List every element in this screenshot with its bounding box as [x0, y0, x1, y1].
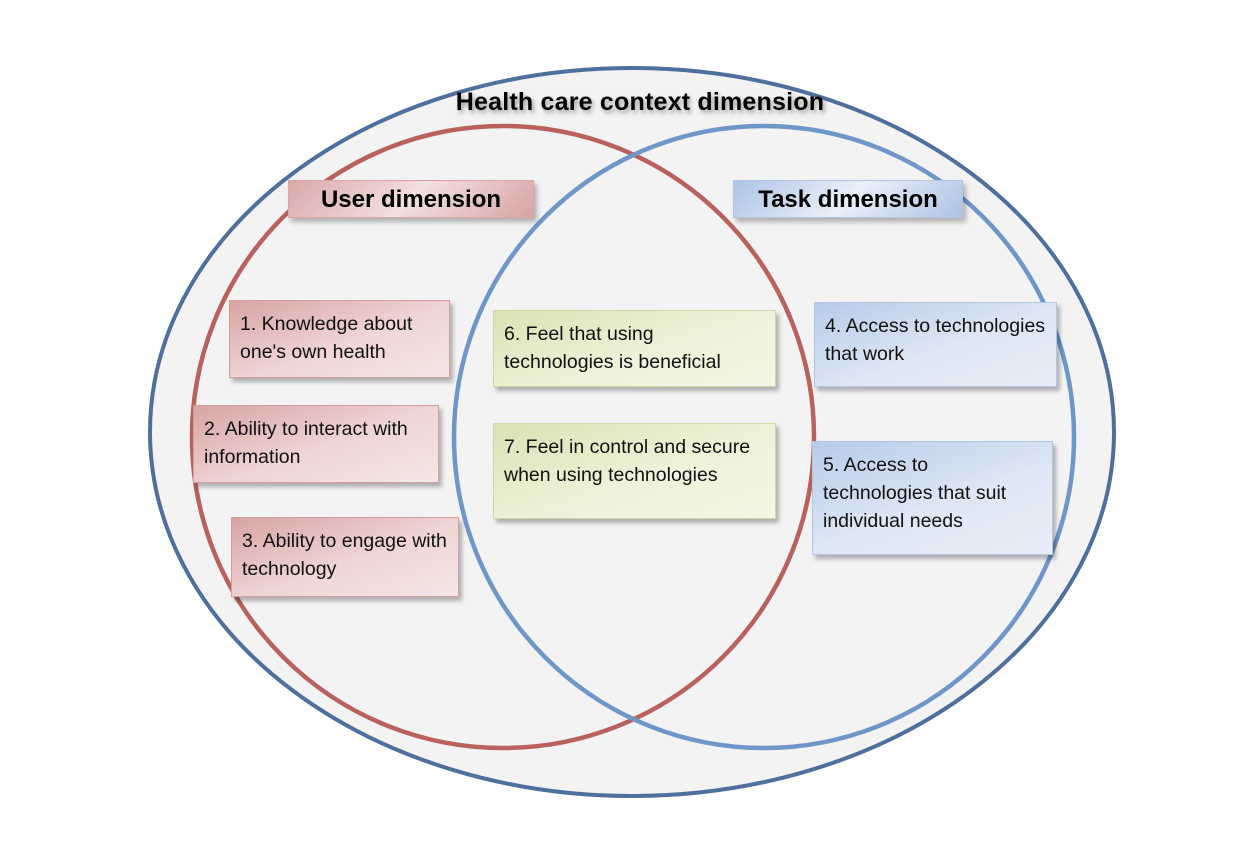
item-7-control-box: 7. Feel in control and secure when using… — [493, 423, 776, 519]
item-6-beneficial-box: 6. Feel that using technologies is benef… — [493, 310, 776, 387]
task-dimension-label: Task dimension — [733, 180, 963, 218]
user-dimension-label: User dimension — [288, 180, 534, 218]
item-4-technologies-work-box: 4. Access to technologies that work — [814, 302, 1057, 387]
user-dimension-circle — [189, 123, 817, 751]
task-dimension-circle — [451, 123, 1077, 751]
item-2-interact-box: 2. Ability to interact with information — [193, 405, 439, 483]
diagram-title: Health care context dimension — [455, 88, 825, 116]
item-3-engage-box: 3. Ability to engage with technology — [231, 517, 459, 597]
item-1-knowledge-box: 1. Knowledge about one's own health — [229, 300, 450, 378]
item-5-individual-needs-box: 5. Access to technologies that suit indi… — [812, 441, 1053, 555]
